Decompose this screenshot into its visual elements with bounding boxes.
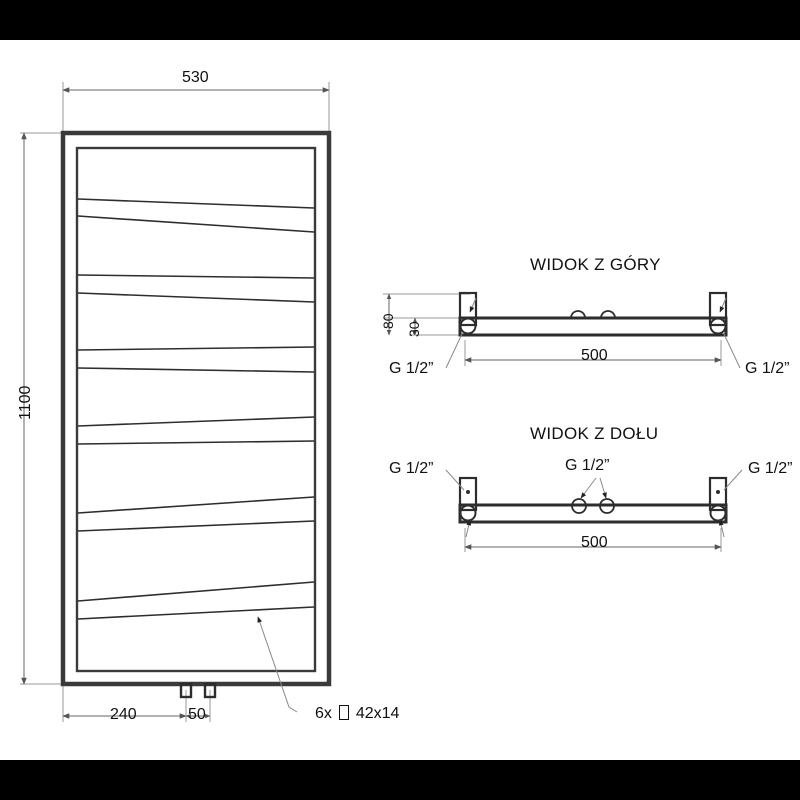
- front-view-group: [20, 82, 332, 722]
- slat-note-size: 42x14: [355, 705, 400, 722]
- slat-note-count: 6x: [315, 705, 332, 722]
- dim-label-bottom-view-500: 500: [581, 534, 608, 551]
- bottom-view-leaders: [445, 469, 743, 538]
- bottom-view-bracket-right: [708, 476, 728, 512]
- bottom-view-title: WIDOK Z DOŁU: [530, 424, 659, 443]
- slat-note-leader: [257, 616, 298, 713]
- bottom-connector-stubs: [179, 682, 217, 699]
- top-view-leaders: [445, 297, 741, 369]
- radiator-outer-frame: [60, 130, 332, 687]
- dim-label-top-view-500: 500: [581, 347, 608, 364]
- dim-label-top-view-30: 30: [406, 321, 422, 337]
- radiator-inner-panel: [75, 146, 317, 673]
- dim-label-width-530: 530: [182, 69, 209, 86]
- top-view-group: [383, 291, 741, 369]
- connector-stub-left: [179, 682, 193, 699]
- bottom-view-port-left: [459, 504, 477, 522]
- dim-label-bottom-50: 50: [188, 706, 206, 723]
- bottom-view-group: [445, 469, 743, 552]
- bottom-view-connector-center-label: G 1/2”: [565, 457, 610, 474]
- top-view-title: WIDOK Z GÓRY: [530, 255, 661, 274]
- top-view-port-right: [709, 317, 727, 335]
- radiator-slat-pattern: [77, 198, 315, 620]
- top-view-bracket-left: [458, 291, 478, 327]
- bottom-view-port-center-left: [571, 498, 587, 514]
- dim-label-top-view-80: 80: [380, 313, 396, 329]
- rectangle-profile-glyph: [339, 705, 350, 720]
- top-view-boss-right: [600, 310, 616, 319]
- bottom-view-port-right: [709, 504, 727, 522]
- top-view-boss-left: [570, 310, 586, 319]
- connector-stub-right: [203, 682, 217, 699]
- bottom-view-bracket-hole-right: [716, 490, 720, 494]
- slat-profile-note: 6x 42x14: [315, 705, 399, 722]
- bottom-view-connector-left-label: G 1/2”: [389, 460, 434, 477]
- top-view-rail-bar: [458, 316, 728, 337]
- drawing-sheet: [0, 40, 800, 760]
- top-view-connector-left-label: G 1/2”: [389, 360, 434, 377]
- bottom-view-bracket-left: [458, 476, 478, 512]
- top-view-witness-lines: [383, 293, 722, 366]
- dim-label-bottom-240: 240: [110, 706, 137, 723]
- bottom-view-connector-right-label: G 1/2”: [748, 460, 793, 477]
- bottom-view-port-center-right: [599, 498, 615, 514]
- front-view-witness-lines: [20, 82, 330, 722]
- top-view-bracket-right: [708, 291, 728, 327]
- dim-label-height-1100: 1100: [17, 385, 34, 420]
- bottom-view-rail-bar: [458, 503, 728, 524]
- top-view-connector-right-label: G 1/2”: [745, 360, 790, 377]
- top-view-port-left: [459, 317, 477, 335]
- bottom-view-bracket-hole-left: [466, 490, 470, 494]
